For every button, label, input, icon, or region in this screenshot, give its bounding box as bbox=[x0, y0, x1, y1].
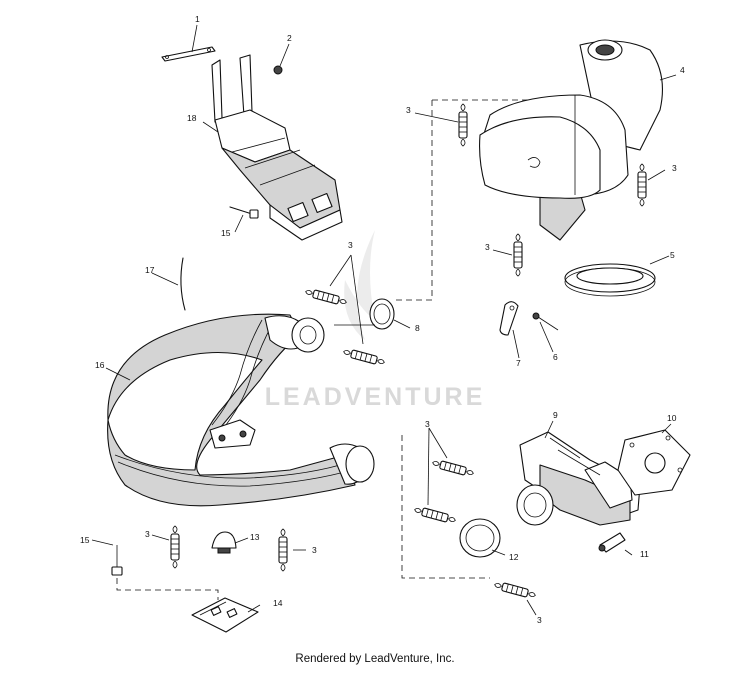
callout-3-h: 3 bbox=[537, 615, 542, 625]
part-15-rivet-upper[interactable] bbox=[229, 206, 259, 219]
callout-3-d: 3 bbox=[348, 240, 353, 250]
callout-11: 11 bbox=[640, 549, 649, 559]
part-7-clip[interactable] bbox=[499, 301, 519, 336]
part-10-gasket[interactable] bbox=[617, 429, 691, 496]
part-6-screw[interactable] bbox=[532, 312, 559, 331]
part-5-gasket[interactable] bbox=[564, 263, 656, 297]
watermark-text: LEADVENTURE bbox=[265, 383, 486, 411]
part-11-bolt[interactable] bbox=[598, 532, 626, 553]
callout-8: 8 bbox=[415, 323, 420, 333]
assembly-lines bbox=[116, 99, 540, 600]
callout-9: 9 bbox=[553, 410, 558, 420]
part-1-plate[interactable] bbox=[161, 46, 216, 62]
part-4-muffler[interactable] bbox=[479, 39, 663, 241]
callout-3-b: 3 bbox=[672, 163, 677, 173]
callout-5: 5 bbox=[670, 250, 675, 260]
part-9-manifold[interactable] bbox=[516, 431, 641, 526]
callout-10: 10 bbox=[667, 413, 677, 423]
callout-3-f: 3 bbox=[145, 529, 150, 539]
callout-3-c: 3 bbox=[485, 242, 490, 252]
part-8-ring[interactable] bbox=[369, 298, 395, 330]
part-14-plate[interactable] bbox=[191, 597, 259, 633]
callout-1: 1 bbox=[195, 14, 200, 24]
callout-16: 16 bbox=[95, 360, 105, 370]
callout-3-g: 3 bbox=[312, 545, 317, 555]
part-17-strap[interactable] bbox=[180, 257, 186, 311]
part-2-nut[interactable] bbox=[273, 65, 283, 75]
callout-3-e: 3 bbox=[425, 419, 430, 429]
callout-12: 12 bbox=[509, 552, 519, 562]
callout-2: 2 bbox=[287, 33, 292, 43]
callout-17: 17 bbox=[145, 265, 155, 275]
callout-15-upper: 15 bbox=[221, 228, 231, 238]
callout-15-lower: 15 bbox=[80, 535, 90, 545]
part-12-ring[interactable] bbox=[459, 518, 501, 558]
callout-labels: 1 2 18 15 3 4 3 3 5 17 3 8 7 6 16 9 10 3… bbox=[80, 14, 685, 625]
callout-13: 13 bbox=[250, 532, 260, 542]
leader-lines bbox=[91, 24, 677, 616]
footer-credit: Rendered by LeadVenture, Inc. bbox=[295, 653, 455, 665]
watermark: LEADVENTURE bbox=[265, 230, 486, 411]
part-18-bracket[interactable] bbox=[211, 54, 343, 241]
part-16-expansion-chamber[interactable] bbox=[107, 313, 375, 507]
callout-14: 14 bbox=[273, 598, 283, 608]
callout-18: 18 bbox=[187, 113, 197, 123]
callout-6: 6 bbox=[553, 352, 558, 362]
callout-7: 7 bbox=[516, 358, 521, 368]
part-13-grommet[interactable] bbox=[211, 531, 237, 554]
part-15-rivet-lower[interactable] bbox=[111, 545, 123, 576]
callout-3-a: 3 bbox=[406, 105, 411, 115]
callout-4: 4 bbox=[680, 65, 685, 75]
